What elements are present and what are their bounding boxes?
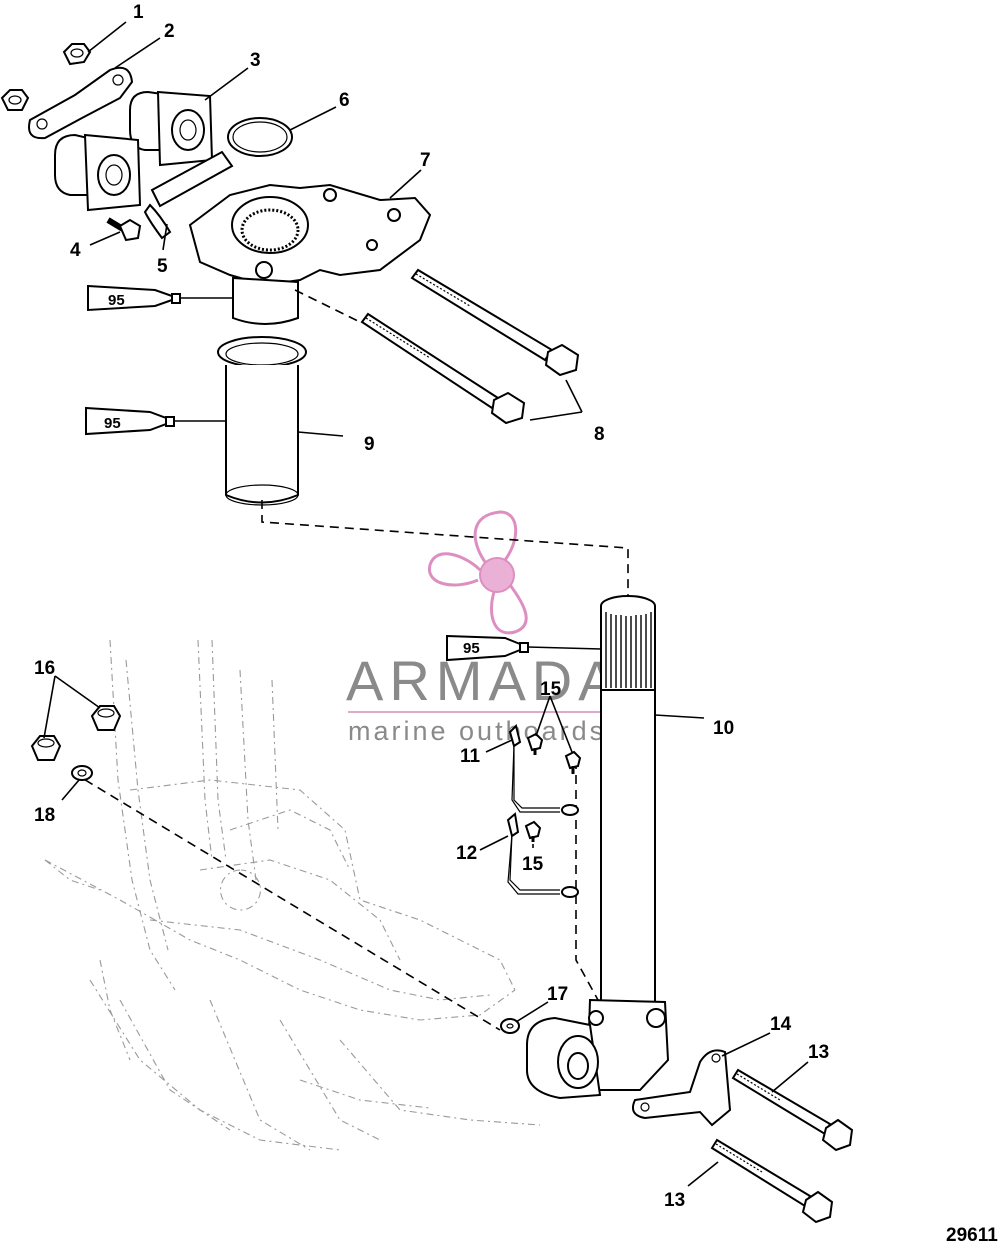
callout-7: 7 bbox=[420, 150, 431, 171]
callout-13-upper: 13 bbox=[808, 1042, 829, 1063]
clamp-strap-part-14 bbox=[632, 1049, 732, 1127]
callout-4: 4 bbox=[70, 240, 81, 261]
lower-yoke-mount bbox=[526, 998, 670, 1100]
ground-wire-part-11 bbox=[508, 724, 579, 816]
long-bolt-part-8b bbox=[360, 312, 526, 425]
screw-part-15a bbox=[526, 732, 544, 755]
callout-14: 14 bbox=[770, 1014, 792, 1035]
callout-2: 2 bbox=[164, 21, 175, 42]
nut-part-16a bbox=[90, 705, 122, 731]
callout-5: 5 bbox=[157, 256, 168, 277]
gasket-part-5 bbox=[143, 150, 234, 240]
long-bolt-part-8a bbox=[410, 268, 580, 377]
sealant-label-middle: 95 bbox=[104, 415, 121, 432]
sealant-label-lower: 95 bbox=[463, 640, 480, 657]
armada-logo-icon bbox=[428, 510, 528, 635]
bushing-part-9 bbox=[217, 336, 307, 506]
callout-9: 9 bbox=[364, 434, 375, 455]
ground-wire-part-12 bbox=[506, 812, 579, 898]
sealant-tube-95-lower: 95 bbox=[446, 634, 602, 662]
callout-11: 11 bbox=[460, 746, 481, 767]
sealant-label-upper: 95 bbox=[108, 292, 125, 309]
upper-mount-part-3b bbox=[54, 133, 142, 212]
upper-mount-part-3 bbox=[129, 90, 214, 167]
callout-8: 8 bbox=[594, 424, 605, 445]
callout-3: 3 bbox=[250, 50, 261, 71]
callout-17: 17 bbox=[547, 984, 568, 1005]
sealant-tube-95-middle: 95 bbox=[85, 406, 226, 436]
callout-1: 1 bbox=[133, 2, 144, 23]
callout-12: 12 bbox=[456, 843, 477, 864]
callout-16: 16 bbox=[34, 658, 55, 679]
callout-6: 6 bbox=[339, 90, 350, 111]
sealant-tube-95-upper: 95 bbox=[87, 284, 233, 312]
figure-number: 29611 bbox=[946, 1225, 998, 1246]
nut-part-1 bbox=[62, 43, 92, 66]
washer-part-18 bbox=[71, 765, 93, 781]
alignment-line-wire bbox=[575, 760, 599, 1001]
bolt-part-13b bbox=[710, 1138, 834, 1224]
callout-15-upper: 15 bbox=[540, 679, 562, 700]
o-ring-part-6 bbox=[227, 117, 293, 157]
bolt-part-4 bbox=[106, 217, 142, 242]
bolt-part-13a bbox=[731, 1068, 854, 1152]
nut-part-1b bbox=[0, 89, 30, 111]
callout-10: 10 bbox=[713, 718, 734, 739]
alignment-line-7-8 bbox=[294, 289, 361, 323]
callout-13-lower: 13 bbox=[664, 1190, 685, 1211]
leader-lines bbox=[43, 21, 809, 1187]
screw-part-15c bbox=[524, 820, 542, 842]
screw-part-15b bbox=[564, 750, 582, 774]
washer-part-17 bbox=[500, 1018, 520, 1034]
link-plate-part-2 bbox=[28, 66, 134, 140]
callout-18: 18 bbox=[34, 805, 55, 826]
callout-15-lower: 15 bbox=[522, 854, 544, 875]
steering-tube-part-10 bbox=[600, 595, 656, 1066]
swivel-bracket-part-7 bbox=[188, 183, 432, 325]
watermark-brand: ARMADA bbox=[346, 649, 622, 712]
callout-numbers: 1 2 3 6 7 4 5 8 9 10 15 11 12 15 16 18 1… bbox=[34, 2, 829, 1211]
nut-part-16b bbox=[30, 735, 62, 761]
alignment-line-18 bbox=[71, 771, 501, 1031]
